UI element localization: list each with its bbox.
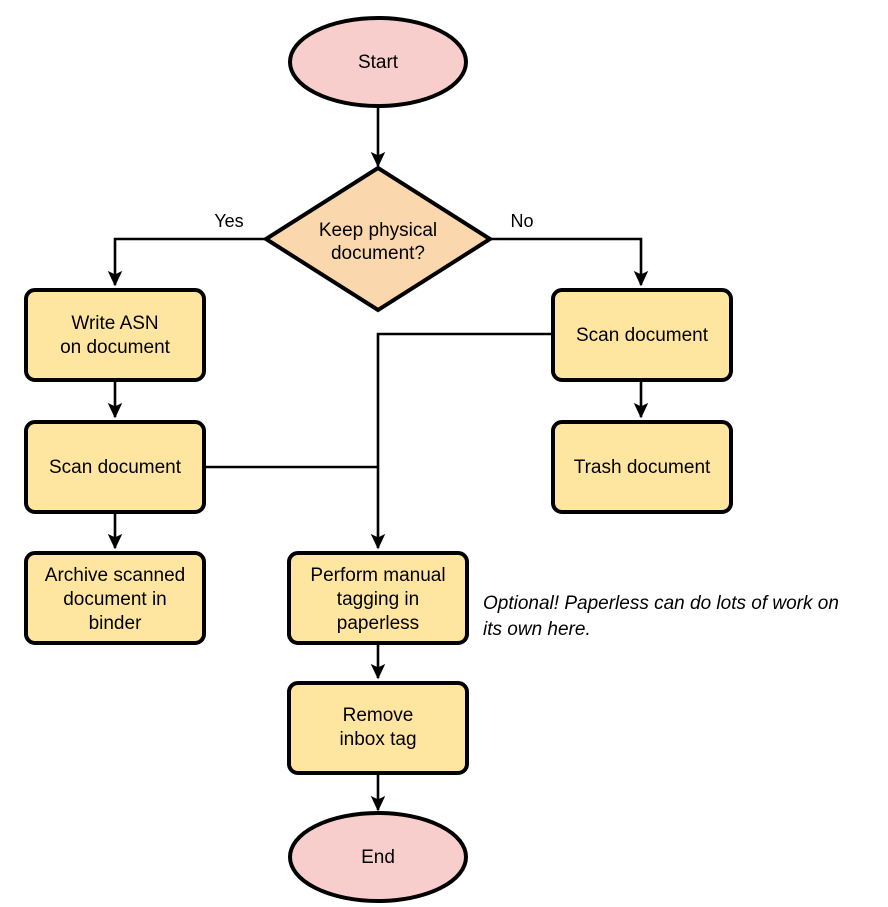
trash-document-box[interactable] — [551, 420, 733, 514]
perform-manual-tagging-box[interactable] — [287, 551, 469, 645]
node-perform-manual-tagging[interactable]: Perform manual tagging in paperless — [287, 551, 469, 645]
archive-label-line1: Archive scanned — [45, 565, 185, 586]
edge-decision-no-to-scan-right — [490, 237, 649, 287]
node-remove-inbox-tag[interactable]: Remove inbox tag — [287, 681, 469, 775]
scan-document-left-box[interactable] — [24, 420, 206, 514]
edge-label-yes: Yes — [214, 211, 243, 231]
node-write-asn[interactable]: Write ASN on document — [24, 288, 206, 382]
node-scan-document-left[interactable]: Scan document — [24, 420, 206, 514]
edge-scan-right-to-tagging — [370, 332, 553, 550]
start-ellipse[interactable] — [288, 16, 468, 108]
edge-label-no: No — [510, 211, 533, 231]
node-end[interactable]: End — [288, 811, 468, 903]
start-label: Start — [358, 52, 399, 73]
optional-note-line1: Optional! Paperless can do lots of work … — [483, 593, 839, 614]
node-archive-scanned-document[interactable]: Archive scanned document in binder — [24, 551, 206, 645]
connector-layer — [107, 104, 649, 812]
node-decision-keep-physical-document[interactable]: Keep physical document? — [262, 165, 494, 313]
remove-inbox-label-line1: Remove — [343, 705, 414, 726]
scan-document-right-box[interactable] — [551, 288, 733, 382]
archive-label-line3: binder — [89, 613, 142, 634]
end-label: End — [361, 847, 395, 868]
decision-label-line1: Keep physical — [319, 220, 437, 241]
trash-document-label: Trash document — [574, 457, 711, 478]
node-start[interactable]: Start — [288, 16, 468, 108]
optional-note-line2: its own here. — [483, 619, 591, 640]
edge-decision-yes-to-write-asn — [107, 237, 266, 287]
annotation-optional-note: Optional! Paperless can do lots of work … — [483, 593, 839, 640]
decision-diamond[interactable] — [262, 165, 494, 313]
write-asn-label-line2: on document — [60, 337, 171, 358]
tagging-label-line1: Perform manual — [310, 565, 445, 586]
archive-box[interactable] — [24, 551, 206, 645]
write-asn-box[interactable] — [24, 288, 206, 382]
remove-inbox-label-line2: inbox tag — [339, 729, 416, 750]
write-asn-label-line1: Write ASN — [71, 313, 158, 334]
end-ellipse[interactable] — [288, 811, 468, 903]
node-scan-document-right[interactable]: Scan document — [551, 288, 733, 382]
decision-label-line2: document? — [331, 243, 425, 264]
tagging-label-line2: tagging in — [337, 589, 419, 610]
scan-document-right-label: Scan document — [576, 325, 709, 346]
archive-label-line2: document in — [63, 589, 167, 610]
scan-document-left-label: Scan document — [49, 457, 182, 478]
remove-inbox-tag-box[interactable] — [287, 681, 469, 775]
node-trash-document[interactable]: Trash document — [551, 420, 733, 514]
tagging-label-line3: paperless — [337, 613, 419, 634]
